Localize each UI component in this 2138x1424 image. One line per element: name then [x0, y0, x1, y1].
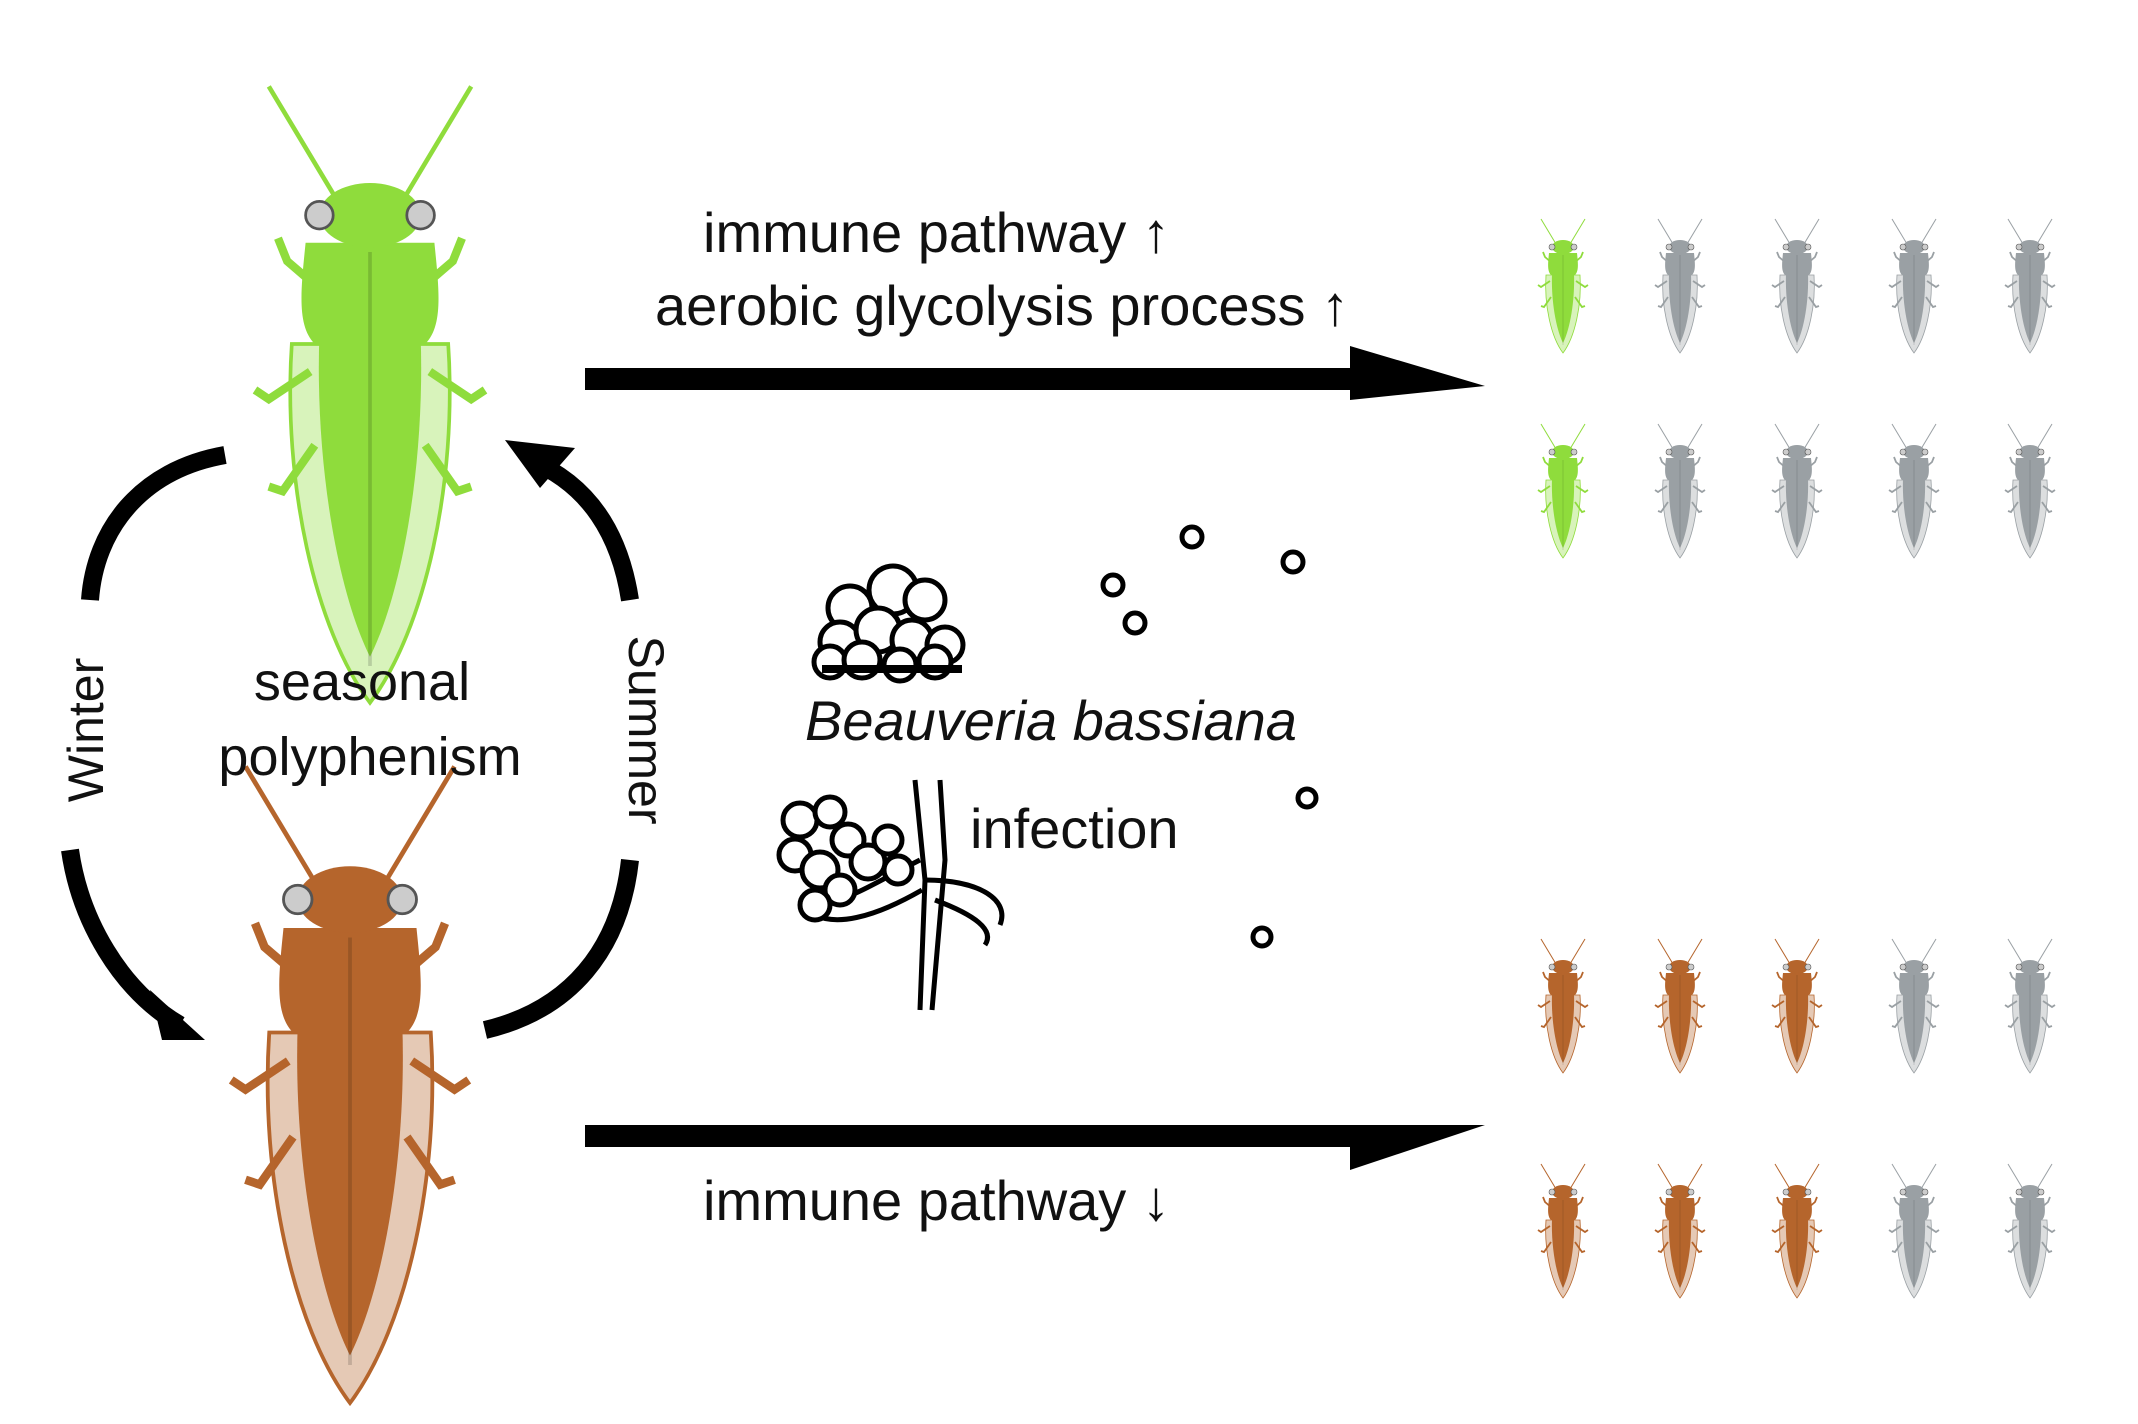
summer-outcome-dead-insect-icon	[1771, 218, 1823, 354]
spore-icon	[1179, 524, 1205, 550]
winter-survival-grid	[1537, 938, 2056, 1299]
spore-icon	[1122, 610, 1148, 636]
spore-icon	[1250, 925, 1274, 949]
bottom-immune-pathway-label: immune pathway ↓	[703, 1169, 1170, 1232]
winter-outcome-dead-insect-icon	[1888, 938, 1940, 1074]
winter-outcome-dead-insect-icon	[1888, 1163, 1940, 1299]
summer-arrowhead-icon	[505, 440, 575, 488]
bottom-outcome-arrow	[585, 1125, 1485, 1170]
fungus-conidia-cluster-icon	[811, 563, 966, 684]
winter-label: Winter	[58, 658, 114, 802]
fungus-hyphae-icon	[776, 779, 1005, 1011]
top-outcome-arrow	[585, 346, 1485, 400]
winter-outcome-alive-insect-icon	[1771, 938, 1823, 1074]
summer-survival-grid	[1537, 218, 2056, 559]
spore-icon	[1280, 549, 1306, 575]
polyphenism-label-line2: polyphenism	[218, 727, 521, 787]
winter-morph-insect-icon	[231, 767, 469, 1404]
winter-outcome-alive-insect-icon	[1654, 938, 1706, 1074]
summer-morph-insect-icon	[255, 86, 485, 702]
spore-icons	[1100, 524, 1319, 949]
winter-outcome-alive-insect-icon	[1537, 1163, 1589, 1299]
summer-outcome-dead-insect-icon	[2004, 218, 2056, 354]
summer-outcome-alive-insect-icon	[1537, 423, 1589, 559]
summer-outcome-alive-insect-icon	[1537, 218, 1589, 354]
winter-outcome-dead-insect-icon	[2004, 938, 2056, 1074]
summer-outcome-dead-insect-icon	[1771, 423, 1823, 559]
summer-outcome-dead-insect-icon	[1654, 423, 1706, 559]
winter-outcome-dead-insect-icon	[2004, 1163, 2056, 1299]
winter-outcome-alive-insect-icon	[1771, 1163, 1823, 1299]
summer-label: Summer	[618, 636, 674, 825]
summer-outcome-dead-insect-icon	[1888, 423, 1940, 559]
spore-icon	[1295, 786, 1319, 810]
infection-label: infection	[970, 797, 1179, 860]
winter-arrowhead-icon	[150, 990, 205, 1040]
polyphenism-label-line1: seasonal	[254, 652, 470, 712]
summer-arrow	[482, 440, 639, 1039]
summer-outcome-dead-insect-icon	[1888, 218, 1940, 354]
spore-icon	[1100, 572, 1126, 598]
summer-outcome-dead-insect-icon	[1654, 218, 1706, 354]
winter-outcome-alive-insect-icon	[1654, 1163, 1706, 1299]
winter-outcome-alive-insect-icon	[1537, 938, 1589, 1074]
summer-outcome-dead-insect-icon	[2004, 423, 2056, 559]
top-glycolysis-label: aerobic glycolysis process ↑	[655, 274, 1349, 337]
top-immune-pathway-label: immune pathway ↑	[703, 201, 1170, 264]
winter-arrow	[61, 446, 227, 1040]
fungus-name-label: Beauveria bassiana	[805, 689, 1297, 752]
